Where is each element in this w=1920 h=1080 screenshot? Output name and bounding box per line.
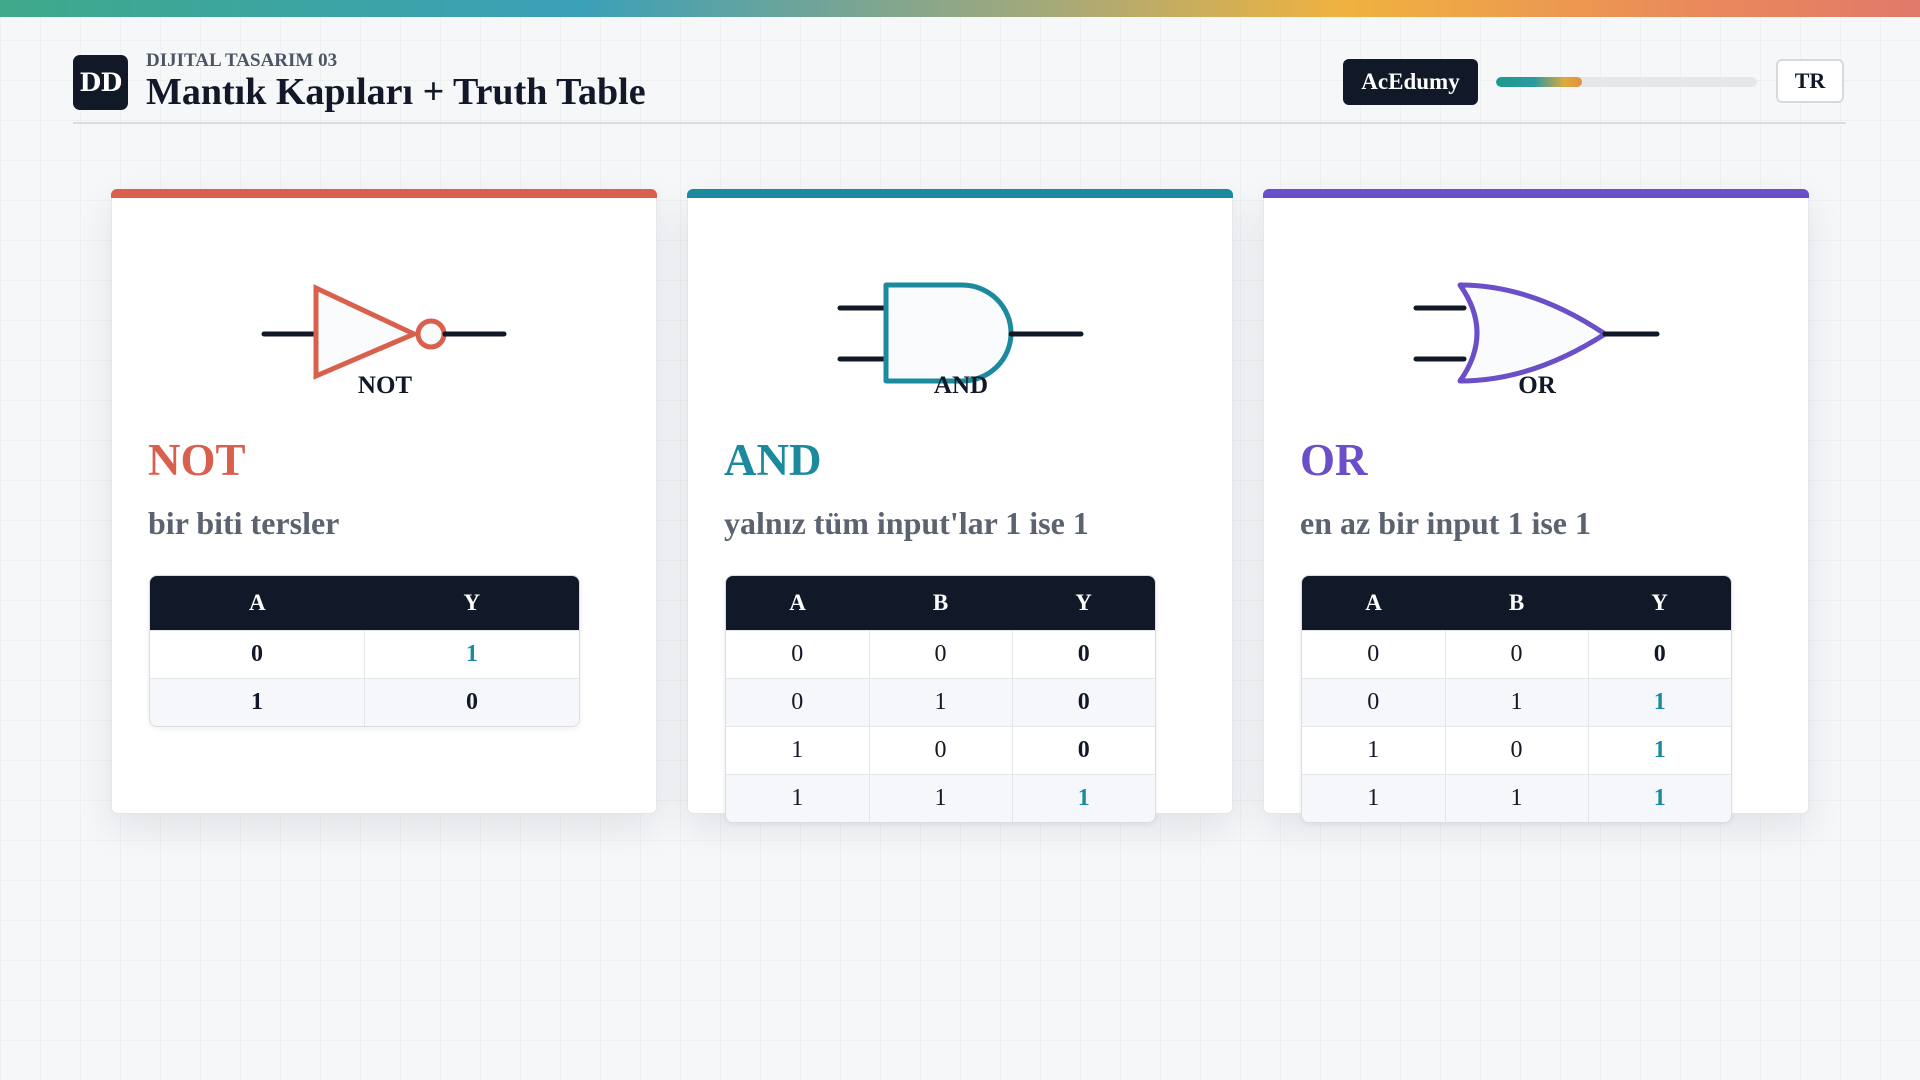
gate-description: yalnız tüm input'lar 1 ise 1 [724,505,1089,541]
output-cell: 0 [1011,678,1155,727]
output-cell: 1 [1587,678,1731,727]
input-cell: 0 [868,726,1012,775]
input-cell: 0 [868,630,1012,679]
output-cell: 0 [1587,630,1731,679]
language-button[interactable]: TR [1776,59,1844,103]
or-symbol-label: OR [1518,372,1556,395]
output-cell: 1 [364,630,579,679]
gate-name: OR [1300,435,1368,485]
card-accent-bar [1263,189,1809,198]
gate-description: bir biti tersler [148,505,340,541]
page-title: Mantık Kapıları + Truth Table [146,71,646,113]
output-cell: 0 [364,678,579,726]
input-cell: 0 [1302,678,1445,727]
and-gate-symbol: AND [837,282,1084,395]
gate-name: NOT [148,435,246,485]
input-cell: 0 [1444,726,1588,775]
column-header: Y [364,576,579,631]
input-cell: 1 [868,774,1012,822]
column-header: A [150,576,365,631]
input-cell: 1 [1444,678,1588,727]
input-cell: 0 [1302,630,1445,679]
column-header: Y [1588,576,1731,631]
card-accent-bar [111,189,657,198]
gate-description: en az bir input 1 ise 1 [1300,505,1591,541]
column-header: B [1445,576,1588,631]
input-cell: 0 [726,678,869,727]
output-cell: 1 [1587,726,1731,775]
output-cell: 1 [1587,774,1731,822]
output-cell: 0 [1011,630,1155,679]
input-cell: 0 [150,630,365,679]
card-accent-bar [687,189,1233,198]
logo: DD [73,55,128,110]
not-gate-symbol: NOT [261,284,507,395]
brand-badge: AcEdumy [1343,59,1478,105]
input-cell: 1 [868,678,1012,727]
input-cell: 1 [1302,774,1445,822]
lesson-eyebrow: DIJITAL TASARIM 03 [146,50,338,71]
column-header: B [869,576,1012,631]
input-cell: 1 [726,774,869,822]
progress-bar [1496,77,1757,87]
input-cell: 1 [726,726,869,775]
output-cell: 1 [1011,774,1155,822]
input-cell: 1 [1302,726,1445,775]
column-header: A [1302,576,1445,631]
input-cell: 1 [1444,774,1588,822]
not-symbol-label: NOT [358,372,413,395]
input-cell: 0 [726,630,869,679]
output-cell: 0 [1011,726,1155,775]
top-gradient-bar [0,0,1920,17]
and-symbol-label: AND [934,372,988,395]
column-header: A [726,576,869,631]
input-cell: 0 [1444,630,1588,679]
input-cell: 1 [150,678,365,726]
page-header: DD DIJITAL TASARIM 03 Mantık Kapıları + … [73,46,1846,124]
column-header: Y [1012,576,1155,631]
progress-fill [1496,77,1583,87]
gate-name: AND [724,435,822,485]
or-gate-symbol: OR [1413,282,1660,395]
